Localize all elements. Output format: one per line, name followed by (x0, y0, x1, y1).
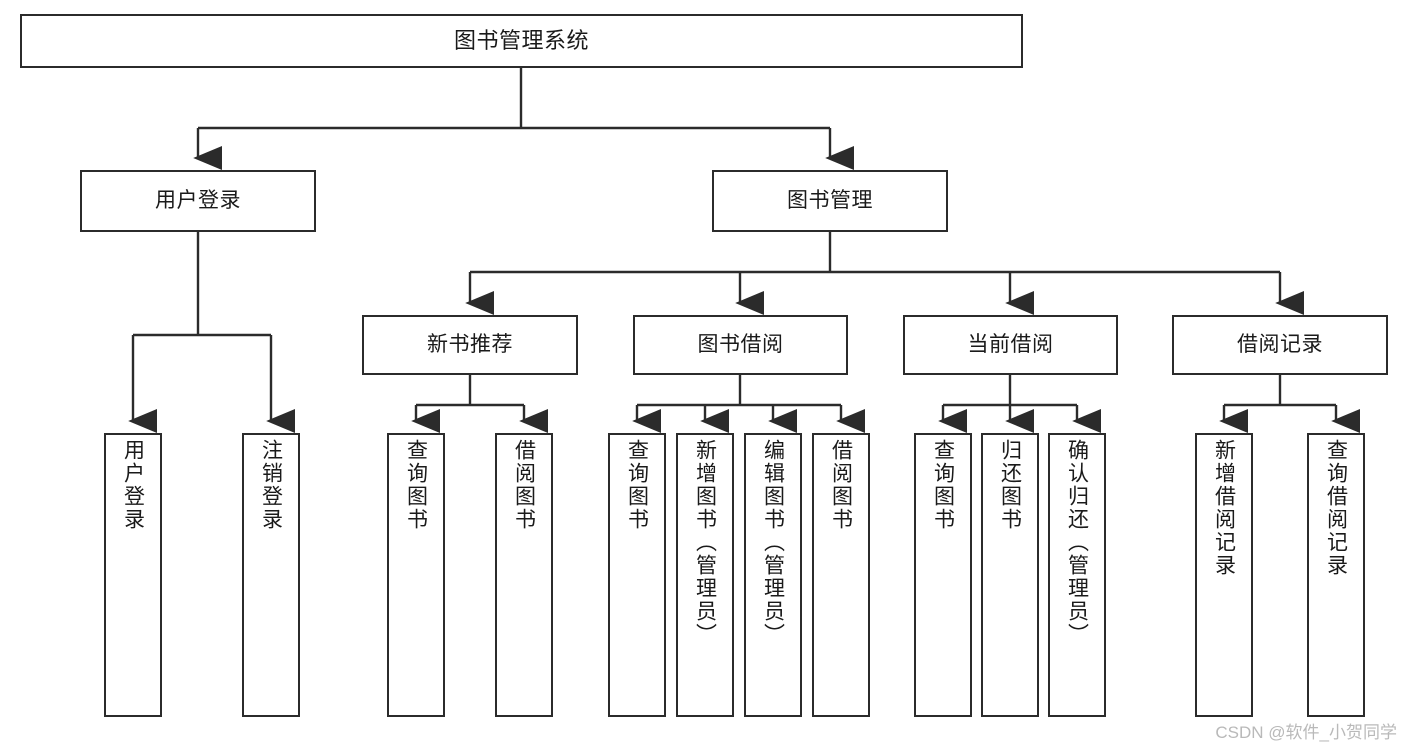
leaf-user-login[interactable]: 用户登录 (104, 433, 162, 717)
node-label: 查询图书 (931, 439, 955, 531)
node-label: 借阅图书 (829, 439, 853, 531)
node-label: 归还图书 (998, 439, 1022, 531)
node-label: 确认归还（管理员） (1065, 439, 1089, 646)
node-label: 图书管理系统 (453, 28, 589, 54)
watermark-text: CSDN @软件_小贺同学 (1215, 723, 1397, 742)
leaf-edit-book-admin[interactable]: 编辑图书（管理员） (744, 433, 802, 717)
leaf-query-borrow-record[interactable]: 查询借阅记录 (1307, 433, 1365, 717)
leaf-query-book-borrow[interactable]: 查询图书 (608, 433, 666, 717)
leaf-query-book-recommend[interactable]: 查询图书 (387, 433, 445, 717)
node-user-login[interactable]: 用户登录 (80, 170, 316, 232)
node-label: 用户登录 (121, 439, 145, 531)
node-label: 查询图书 (404, 439, 428, 531)
node-label: 新增图书（管理员） (693, 439, 717, 646)
node-label: 注销登录 (259, 439, 283, 531)
node-label: 当前借阅 (967, 332, 1054, 356)
node-label: 新书推荐 (427, 332, 513, 356)
node-book-management[interactable]: 图书管理 (712, 170, 948, 232)
leaf-logout-login[interactable]: 注销登录 (242, 433, 300, 717)
leaf-add-borrow-record[interactable]: 新增借阅记录 (1195, 433, 1253, 717)
leaf-borrow-book[interactable]: 借阅图书 (812, 433, 870, 717)
node-root-book-management-system[interactable]: 图书管理系统 (20, 14, 1023, 68)
node-label: 图书借阅 (697, 332, 784, 356)
node-label: 借阅记录 (1237, 332, 1323, 356)
leaf-confirm-return-admin[interactable]: 确认归还（管理员） (1048, 433, 1106, 717)
node-current-borrow[interactable]: 当前借阅 (903, 315, 1118, 375)
node-label: 新增借阅记录 (1212, 439, 1236, 577)
node-label: 查询借阅记录 (1324, 439, 1348, 577)
node-label: 借阅图书 (512, 439, 536, 531)
node-new-book-recommend[interactable]: 新书推荐 (362, 315, 578, 375)
leaf-add-book-admin[interactable]: 新增图书（管理员） (676, 433, 734, 717)
leaf-query-book-current[interactable]: 查询图书 (914, 433, 972, 717)
node-label: 查询图书 (625, 439, 649, 531)
node-label: 图书管理 (787, 188, 873, 212)
leaf-borrow-book-recommend[interactable]: 借阅图书 (495, 433, 553, 717)
node-book-borrow[interactable]: 图书借阅 (633, 315, 848, 375)
node-borrow-record[interactable]: 借阅记录 (1172, 315, 1388, 375)
leaf-return-book[interactable]: 归还图书 (981, 433, 1039, 717)
node-label: 编辑图书（管理员） (761, 439, 785, 646)
node-label: 用户登录 (155, 188, 241, 212)
